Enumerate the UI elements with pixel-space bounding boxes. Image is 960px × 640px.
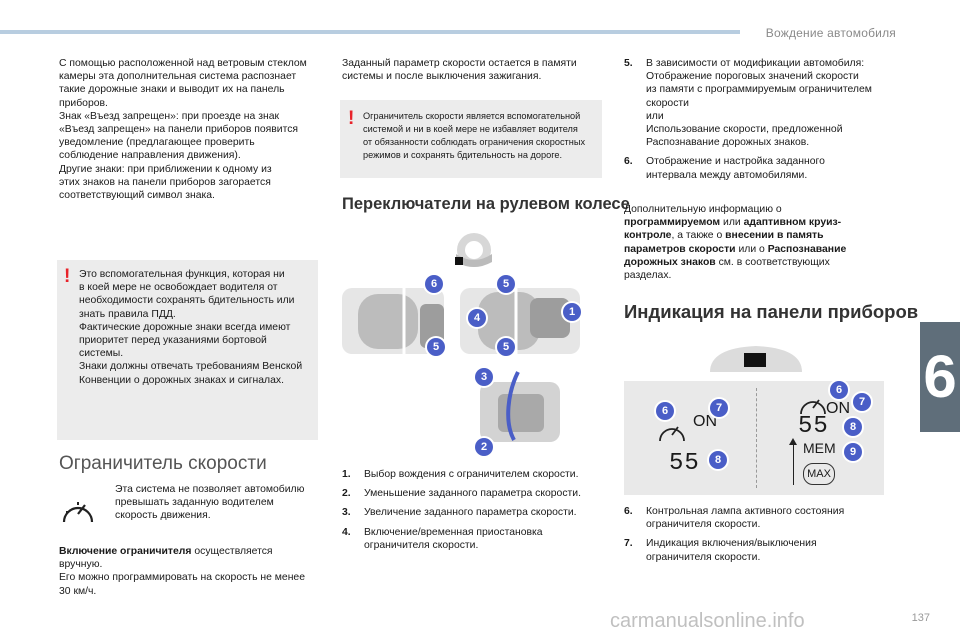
display-divider xyxy=(756,388,757,488)
dashboard-display-panel xyxy=(624,381,884,495)
max-badge: MAX xyxy=(803,463,835,485)
left-switch-panel xyxy=(342,288,444,354)
callout-1: 1 xyxy=(563,303,581,321)
speedometer-icon xyxy=(62,502,94,523)
activation-text: Включение ограничителя осуществляется вр… xyxy=(59,546,305,597)
speedometer-icon xyxy=(659,426,685,442)
lower-switch-stalk xyxy=(480,371,560,442)
callout-5: 5 xyxy=(427,338,445,356)
col1-intro: С помощью расположенной над ветровым сте… xyxy=(59,58,307,202)
more-info-text: Дополнительную информацию о программируе… xyxy=(624,204,847,282)
section-title-dashboard: Индикация на панели приборов xyxy=(624,301,919,322)
callout-6: 6 xyxy=(830,381,848,399)
warning-text-2: Ограничитель скорости является вспомогат… xyxy=(363,111,586,160)
callout-6: 6 xyxy=(425,275,443,293)
callout-6: 6 xyxy=(656,402,674,420)
section-title-switches: Переключатели на рулевом колесе xyxy=(342,195,630,213)
callout-2: 2 xyxy=(475,438,493,456)
page-number: 137 xyxy=(911,612,930,624)
warning-box-2 xyxy=(340,100,602,178)
limiter-on-text: ON xyxy=(693,413,717,430)
header-rule xyxy=(0,30,740,34)
col2-intro: Заданный параметр скорости остается в па… xyxy=(342,58,577,83)
col3-list-bottom: 6.Контрольная лампа активного состояния … xyxy=(624,506,845,563)
steering-switches-illustration xyxy=(342,233,580,442)
steering-wheel-icon xyxy=(455,233,492,267)
callout-3: 3 xyxy=(475,368,493,386)
callout-9: 9 xyxy=(844,443,862,461)
limiter-on-text: ON xyxy=(826,400,850,417)
vertical-arrow xyxy=(793,443,794,485)
callout-7: 7 xyxy=(853,393,871,411)
col3-list-top: 5.В зависимости от модификации автомобил… xyxy=(624,58,872,181)
instrument-cluster-icon xyxy=(710,346,802,372)
right-switch-panel xyxy=(460,288,580,354)
page-header-title: Вождение автомобиля xyxy=(765,26,896,40)
callout-5: 5 xyxy=(497,275,515,293)
callout-5: 5 xyxy=(497,338,515,356)
callout-4: 4 xyxy=(468,309,486,327)
warning-icon: ! xyxy=(348,108,355,129)
chapter-tab: 6 xyxy=(920,322,960,432)
arrow-up-icon xyxy=(789,438,797,445)
warning-icon: ! xyxy=(64,266,71,287)
watermark: carmanualsonline.info xyxy=(610,610,805,632)
speedometer-icon xyxy=(800,399,826,415)
mem-text: MEM xyxy=(803,440,836,456)
section-title-limiter: Ограничитель скорости xyxy=(59,453,267,474)
callout-8: 8 xyxy=(709,451,727,469)
speed-display-right: 55 xyxy=(798,413,829,440)
speed-display-left: 55 xyxy=(669,450,700,477)
warning-box-1 xyxy=(57,260,318,440)
callout-7: 7 xyxy=(710,399,728,417)
switches-list: 1.Выбор вождения с ограничителем скорост… xyxy=(342,469,581,551)
callout-8: 8 xyxy=(844,418,862,436)
